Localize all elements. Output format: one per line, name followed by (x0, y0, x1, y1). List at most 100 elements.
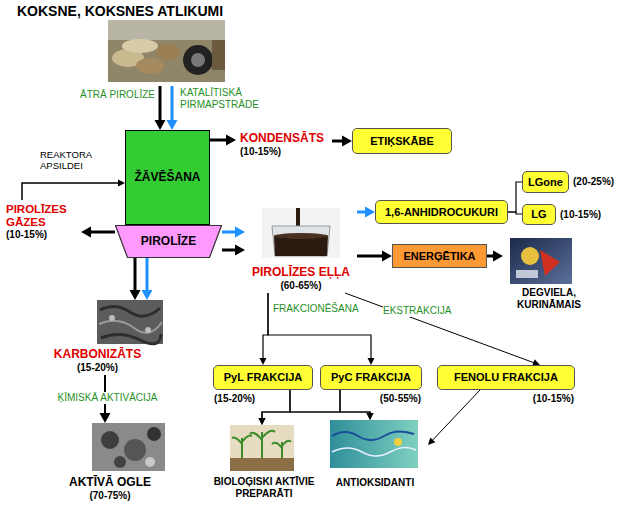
percentage: (15-20%) (77, 362, 118, 374)
arrowhead (368, 358, 375, 365)
flow-arrow (357, 251, 392, 262)
antioxidants-photo (330, 420, 418, 468)
arrowhead (235, 227, 245, 238)
node-label: KONDENSĀTS (240, 132, 324, 146)
pyrolysis-chamber: PIROLĪZE (115, 225, 222, 258)
connector-line (340, 390, 370, 414)
flow-arrow (340, 390, 374, 420)
connector-line (159, 86, 162, 121)
wood-photo (108, 20, 225, 82)
connector-line (222, 231, 236, 234)
connector-line (134, 258, 137, 291)
connector-line (487, 255, 494, 258)
edge-label: FRAKCIONĒŠANA (273, 303, 368, 315)
flow-arrow (290, 390, 374, 420)
arrowhead (130, 290, 141, 300)
percentage: (60-65%) (280, 280, 321, 292)
product-box: LG(10-15%) (522, 204, 556, 225)
activated-carbon-photo (92, 423, 165, 471)
flow-arrow (155, 86, 166, 130)
product-box: LGone(20-25%) (522, 171, 569, 193)
flow-arrow (268, 293, 375, 365)
arrowhead (81, 227, 91, 238)
arrowhead (260, 358, 267, 365)
node-label: DEGVIELA, KURINĀMAIS (505, 287, 593, 310)
connector-line (90, 231, 115, 234)
node-label: KOKSNE, KOKSNES ATLIKUMI (17, 3, 223, 19)
percentage: (70-75%) (89, 490, 130, 502)
node-label: LG (531, 208, 546, 221)
node-label: ŽĀVĒŠANA (134, 171, 200, 185)
edge-label: EKSTRAKCIJA (383, 305, 453, 317)
product-label: PIROLĪZES GĀZES(10-15%) (3, 200, 81, 246)
node-label: AKTĪVĀ OGLE (69, 476, 151, 490)
node-label: PIROLĪZE (141, 235, 196, 249)
connector-line (262, 390, 340, 419)
flow-arrow (222, 245, 245, 256)
connector-line (263, 293, 268, 359)
arrowhead (428, 438, 435, 445)
percentage: (10-15%) (6, 229, 47, 241)
percentage: (15-20%) (214, 393, 255, 405)
application-label: BIOLOĢISKI AKTĪVIE PREPARĀTI (206, 425, 322, 501)
node-label: PIROLĪZES GĀZES (6, 203, 79, 229)
connector-line (262, 390, 290, 419)
product-box: PyC FRAKCIJA(50-55%) (320, 365, 422, 390)
connector-line (210, 139, 227, 142)
product-label: KONDENSĀTS(10-15%) (236, 130, 332, 162)
application-label: ANTIOKSIDANTI (322, 420, 428, 490)
connector-line (432, 390, 480, 441)
arrowhead (382, 251, 392, 262)
flow-arrow (259, 390, 291, 425)
connector-line (508, 182, 522, 212)
connector-line (357, 211, 366, 214)
trapezoid-shape (116, 226, 222, 258)
product-box: 1,6-ANHIDROCUKURI (375, 200, 508, 224)
arrowhead (259, 418, 266, 425)
edge-label: ĶĪMISKĀ AKTIVĀCIJA (45, 392, 170, 404)
arrowhead (259, 418, 266, 425)
arrowhead (493, 251, 503, 262)
process-box: ENERĢĒTIKA (392, 244, 487, 268)
connector-line (22, 183, 119, 200)
arrowhead (342, 136, 352, 147)
product-box: ETIĶSKĀBE (352, 128, 452, 154)
product-box: PyL FRAKCIJA(15-20%) (213, 365, 313, 390)
edge-label: KATALĪTISKĀ PIRMAPSTRĀDE (180, 87, 265, 110)
flow-arrow (260, 293, 269, 365)
flow-arrow (428, 390, 480, 445)
plants-photo (230, 425, 294, 471)
flow-arrow (167, 86, 178, 130)
flow-arrow (357, 207, 375, 218)
arrowhead (142, 290, 153, 300)
drying-chamber: ŽĀVĒŠANA (125, 130, 210, 225)
edge-label: ĀTRĀ PIROLĪZE (55, 89, 155, 101)
node-label: KARBONIZĀTS (54, 348, 141, 362)
percentage: (10-15%) (560, 209, 601, 221)
connector-line (332, 140, 343, 143)
arrowhead (100, 413, 111, 423)
connector-line (146, 258, 149, 291)
connector-line (171, 86, 174, 121)
node-label: LGone (528, 176, 563, 189)
oil-beaker-photo (262, 208, 340, 258)
connector-line (268, 293, 371, 359)
flow-arrow (81, 227, 115, 238)
node-label: ETIĶSKĀBE (370, 135, 434, 148)
arrowhead (118, 180, 125, 187)
node-label: 1,6-ANHIDROCUKURI (385, 206, 498, 219)
flow-arrow (345, 293, 540, 366)
product-box: FENOLU FRAKCIJA(10-15%) (437, 365, 575, 390)
arrowhead (155, 120, 166, 130)
connector-line (508, 212, 522, 214)
arrowhead (235, 245, 245, 256)
flow-arrow (142, 258, 153, 300)
fuel-photo (510, 238, 572, 284)
arrowhead (167, 120, 178, 130)
connector-line (345, 293, 534, 363)
flow-arrow (259, 390, 341, 425)
node-label: PyC FRAKCIJA (331, 371, 411, 384)
